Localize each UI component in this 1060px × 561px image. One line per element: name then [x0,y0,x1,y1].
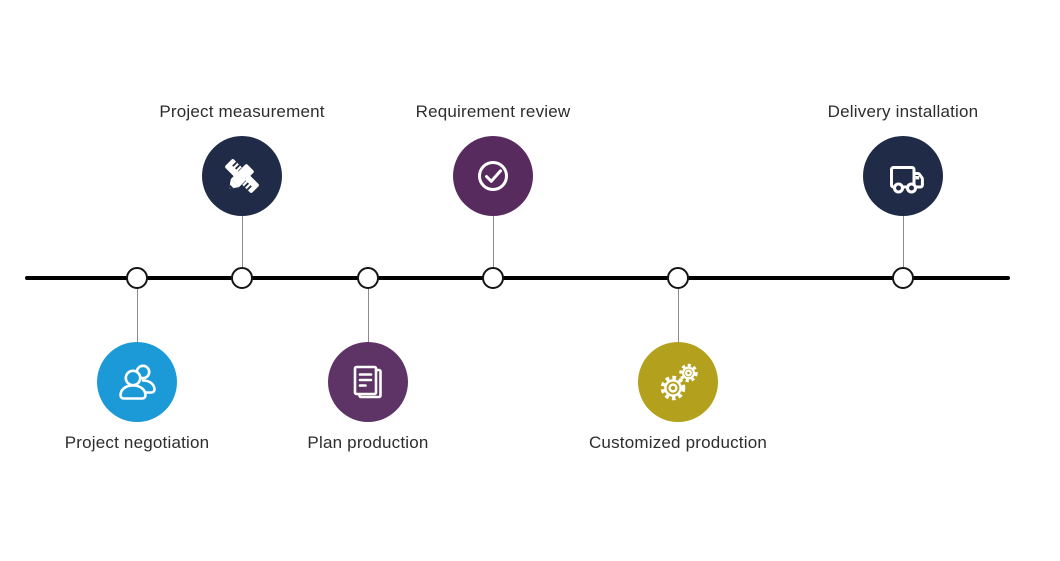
stage-circle-plan-production [328,342,408,422]
connector-line [241,216,243,267]
connector-line [677,289,679,342]
stage-label: Customized production [588,433,768,452]
people-icon [119,364,156,400]
connector-line [136,289,138,342]
connector-line [367,289,369,342]
stage-label: Plan production [307,433,429,452]
gears-icon [660,363,698,401]
timeline-node-dot [482,267,504,289]
document-icon [353,365,382,399]
stage-label: Project measurement [159,102,325,121]
truck-icon [890,166,924,194]
stage-circle-customized-production [638,342,718,422]
timeline-node-dot [892,267,914,289]
stage-label: Requirement review [415,102,571,121]
ruler-pencil-icon [225,159,259,193]
connector-line [492,216,494,267]
timeline-node-dot [667,267,689,289]
connector-line [902,216,904,267]
timeline-node-dot [126,267,148,289]
stage-circle-requirement-review [453,136,533,216]
stage-circle-project-negotiation [97,342,177,422]
stage-label: Project negotiation [64,433,210,452]
check-circle-icon [478,161,508,191]
stage-circle-delivery-installation [863,136,943,216]
timeline-node-dot [357,267,379,289]
stage-circle-project-measurement [202,136,282,216]
timeline-axis [25,276,1010,280]
timeline-node-dot [231,267,253,289]
stage-label: Delivery installation [827,102,979,121]
